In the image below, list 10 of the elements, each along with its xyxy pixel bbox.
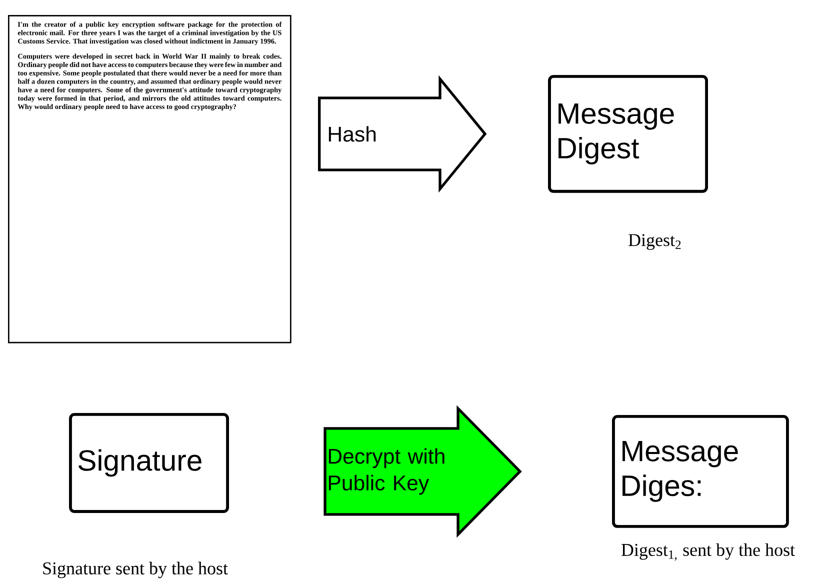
text-box: Message Diges:	[612, 415, 789, 528]
block-arrow	[324, 405, 522, 538]
edge-label: Hash	[328, 126, 376, 142]
text-box: Message Digest	[548, 75, 708, 193]
node-label: Digest$_{1,}$ sent by the host	[621, 543, 795, 561]
node-label: Signature sent by the host	[43, 562, 228, 578]
block-arrow	[318, 75, 487, 193]
text-box: Signature	[69, 413, 230, 513]
node-label: Digest$_{2}$	[628, 234, 681, 250]
edge-label: Decrypt with Public Key	[328, 448, 444, 495]
